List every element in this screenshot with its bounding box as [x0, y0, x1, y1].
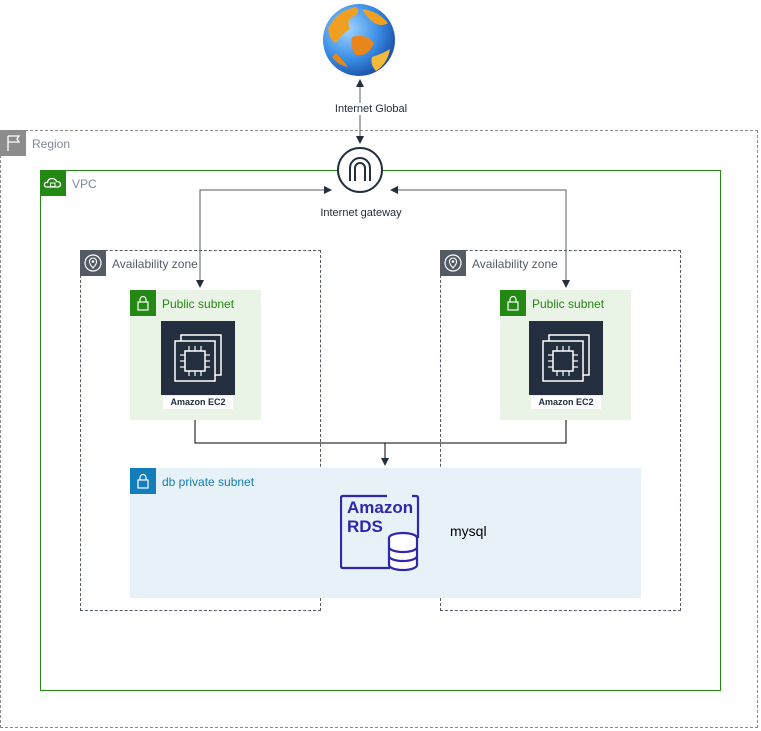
vpc-cloud-icon: [40, 170, 66, 196]
gateway-to-ec2-left: [196, 186, 332, 288]
db-private-subnet: [130, 468, 641, 598]
public-subnet-label: Public subnet: [162, 297, 235, 311]
availability-zone-label: Availability zone: [112, 257, 198, 271]
vpc-label: VPC: [72, 177, 97, 191]
ec2-right-to-rds: [385, 420, 567, 444]
internet-global-label: Internet Global: [322, 103, 420, 115]
ec2-left-to-rds: [194, 420, 385, 444]
rds-engine-label: mysql: [450, 523, 487, 539]
chip-icon: [529, 321, 603, 395]
region-container: [0, 130, 758, 728]
chip-icon: [161, 321, 235, 395]
database-icon: [387, 531, 419, 572]
gateway-to-ec2-right: [390, 186, 570, 288]
public-subnet-label: Public subnet: [532, 297, 605, 311]
rds-icon: Amazon RDS: [340, 494, 420, 572]
internet-gateway-label: Internet gateway: [320, 207, 402, 219]
rds-title-line2: RDS: [347, 517, 383, 536]
ec2-label: Amazon EC2: [163, 396, 233, 409]
region-flag-icon: [0, 130, 26, 156]
ec2-instance-1: Amazon EC2: [161, 321, 235, 411]
internet-gateway-icon: [336, 146, 384, 194]
globe-icon: [322, 3, 396, 77]
region-label: Region: [32, 137, 71, 151]
ec2-instance-2: Amazon EC2: [529, 321, 603, 411]
rds-title-line1: Amazon: [347, 498, 414, 517]
ec2-label: Amazon EC2: [531, 396, 601, 409]
lock-icon: [500, 290, 526, 316]
lock-icon: [130, 468, 156, 494]
location-pin-icon: [80, 250, 106, 276]
private-subnet-label: db private subnet: [162, 475, 255, 489]
lock-icon: [130, 290, 156, 316]
